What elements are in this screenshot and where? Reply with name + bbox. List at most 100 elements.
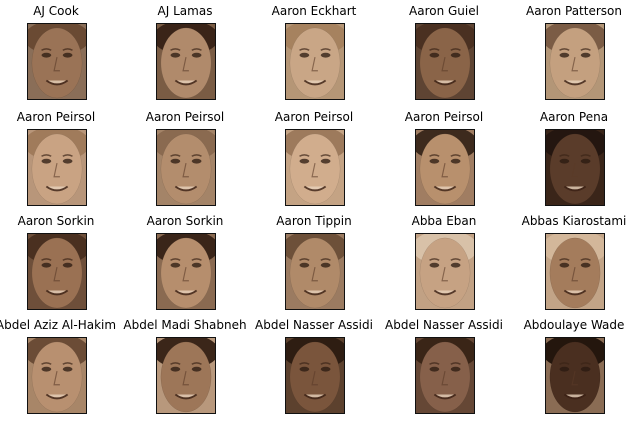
face-portrait — [157, 130, 215, 205]
face-portrait — [286, 130, 344, 205]
mouth — [45, 289, 69, 296]
nose — [311, 162, 318, 178]
face-outline — [289, 27, 341, 99]
face-image — [156, 337, 216, 414]
right-eye — [62, 52, 73, 58]
eyebrows — [559, 258, 591, 261]
face-image — [545, 233, 605, 310]
left-eye — [170, 262, 181, 268]
face-cell: Aaron Peirsol — [0, 106, 121, 212]
face-image — [415, 129, 475, 206]
face-title: Aaron Peirsol — [274, 110, 354, 124]
mouth — [174, 393, 198, 400]
right-eye — [62, 366, 73, 372]
face-skin — [549, 133, 601, 205]
nose — [311, 370, 318, 386]
left-eye — [559, 262, 570, 268]
nose — [182, 56, 189, 72]
right-eye — [62, 158, 73, 164]
face-title: Abdel Nasser Assidi — [255, 318, 373, 332]
right-eye — [580, 262, 591, 268]
face-cell: Aaron Sorkin — [120, 210, 250, 316]
face-cell: Abdoulaye Wade — [509, 314, 639, 420]
face-portrait — [157, 234, 215, 309]
face-outline — [160, 133, 212, 205]
face-outline — [289, 341, 341, 413]
face-cell: Aaron Peirsol — [379, 106, 509, 212]
face-cell: Aaron Peirsol — [249, 106, 379, 212]
face-image — [285, 233, 345, 310]
eyebrows — [170, 154, 202, 157]
face-image — [545, 129, 605, 206]
face-image — [27, 337, 87, 414]
face-image — [27, 233, 87, 310]
right-eye — [191, 52, 202, 58]
nose — [53, 370, 60, 386]
face-skin — [160, 237, 212, 309]
face-title: Aaron Eckhart — [271, 4, 357, 18]
left-eye — [170, 366, 181, 372]
mouth — [563, 185, 587, 192]
eyebrows — [299, 362, 331, 365]
nose — [441, 370, 448, 386]
face-outline — [549, 133, 601, 205]
left-eye — [429, 262, 440, 268]
left-eye — [299, 366, 310, 372]
mouth — [45, 393, 69, 400]
eyebrows — [41, 362, 73, 365]
mouth — [433, 79, 457, 86]
face-image — [285, 337, 345, 414]
face-image — [156, 233, 216, 310]
nose — [441, 162, 448, 178]
nose — [182, 266, 189, 282]
face-skin — [289, 133, 341, 205]
face-image — [415, 337, 475, 414]
face-portrait — [28, 130, 86, 205]
face-outline — [549, 341, 601, 413]
face-portrait — [286, 24, 344, 99]
face-cell: AJ Cook — [0, 0, 121, 106]
face-title: Aaron Pena — [539, 110, 609, 124]
nose — [311, 266, 318, 282]
eyebrows — [559, 48, 591, 51]
face-title: Abdel Nasser Assidi — [385, 318, 503, 332]
face-portrait — [28, 234, 86, 309]
left-eye — [559, 52, 570, 58]
mouth — [433, 393, 457, 400]
face-image — [415, 233, 475, 310]
face-cell: Aaron Patterson — [509, 0, 639, 106]
face-title: Aaron Peirsol — [404, 110, 484, 124]
face-skin — [419, 237, 471, 309]
left-eye — [429, 366, 440, 372]
left-eye — [429, 52, 440, 58]
face-image — [545, 23, 605, 100]
left-eye — [170, 158, 181, 164]
eyebrows — [429, 154, 461, 157]
mouth — [303, 393, 327, 400]
mouth — [433, 289, 457, 296]
mouth — [174, 79, 198, 86]
face-cell: Abdel Nasser Assidi — [379, 314, 509, 420]
eyebrows — [429, 362, 461, 365]
right-eye — [450, 366, 461, 372]
face-image — [27, 129, 87, 206]
face-outline — [160, 341, 212, 413]
face-outline — [419, 341, 471, 413]
face-outline — [31, 237, 83, 309]
nose — [53, 56, 60, 72]
right-eye — [191, 262, 202, 268]
face-portrait — [28, 24, 86, 99]
face-cell: Abdel Aziz Al-Hakim — [0, 314, 121, 420]
mouth — [45, 79, 69, 86]
nose — [53, 266, 60, 282]
face-skin — [160, 341, 212, 413]
face-skin — [31, 341, 83, 413]
left-eye — [299, 262, 310, 268]
right-eye — [580, 366, 591, 372]
face-portrait — [28, 338, 86, 413]
right-eye — [320, 52, 331, 58]
nose — [182, 162, 189, 178]
eyebrows — [41, 154, 73, 157]
face-outline — [289, 133, 341, 205]
left-eye — [559, 158, 570, 164]
